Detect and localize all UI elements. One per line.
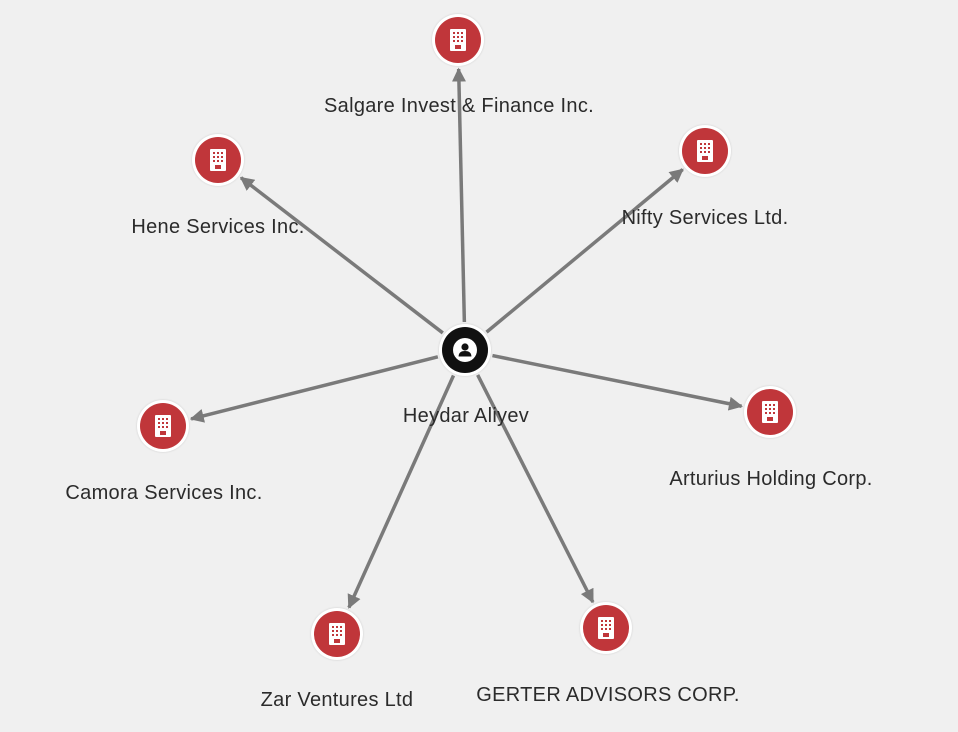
node-label-gerter-advisors: GERTER ADVISORS CORP. — [476, 684, 740, 706]
node-label-salgare-invest-finance: Salgare Invest & Finance Inc. — [324, 95, 594, 117]
building-icon — [210, 149, 226, 171]
person-icon — [453, 338, 477, 362]
company-node-disc — [682, 128, 728, 174]
edge-heydar-to-arturius — [492, 353, 743, 411]
node-hene-services[interactable] — [192, 134, 244, 186]
node-heydar-aliyev[interactable] — [439, 324, 491, 376]
building-icon — [762, 401, 778, 423]
node-zar-ventures[interactable] — [311, 608, 363, 660]
company-node-disc — [140, 403, 186, 449]
node-label-hene-services: Hene Services Inc. — [131, 216, 305, 238]
node-label-heydar-aliyev: Heydar Aliyev — [402, 405, 530, 427]
edge-heydar-to-zar — [347, 374, 456, 609]
node-nifty-services[interactable] — [679, 125, 731, 177]
company-node-disc — [583, 605, 629, 651]
edge-heydar-to-salgare — [451, 67, 467, 323]
edge-heydar-to-gerter — [476, 374, 595, 604]
company-node-disc — [747, 389, 793, 435]
node-arturius-holding[interactable] — [744, 386, 796, 438]
building-icon — [155, 415, 171, 437]
node-label-nifty-services: Nifty Services Ltd. — [621, 207, 789, 229]
edge-heydar-to-hene — [239, 176, 444, 335]
node-gerter-advisors[interactable] — [580, 602, 632, 654]
company-node-disc — [314, 611, 360, 657]
edge-heydar-to-nifty — [485, 168, 684, 334]
node-label-arturius-holding: Arturius Holding Corp. — [669, 468, 873, 490]
building-icon — [329, 623, 345, 645]
company-node-disc — [435, 17, 481, 63]
person-node-disc — [442, 327, 488, 373]
building-icon — [697, 140, 713, 162]
node-salgare-invest-finance[interactable] — [432, 14, 484, 66]
node-label-camora-services: Camora Services Inc. — [65, 482, 263, 504]
node-camora-services[interactable] — [137, 400, 189, 452]
edge-heydar-to-camora — [189, 355, 439, 423]
building-icon — [598, 617, 614, 639]
node-label-zar-ventures: Zar Ventures Ltd — [260, 689, 414, 711]
building-icon — [450, 29, 466, 51]
company-node-disc — [195, 137, 241, 183]
